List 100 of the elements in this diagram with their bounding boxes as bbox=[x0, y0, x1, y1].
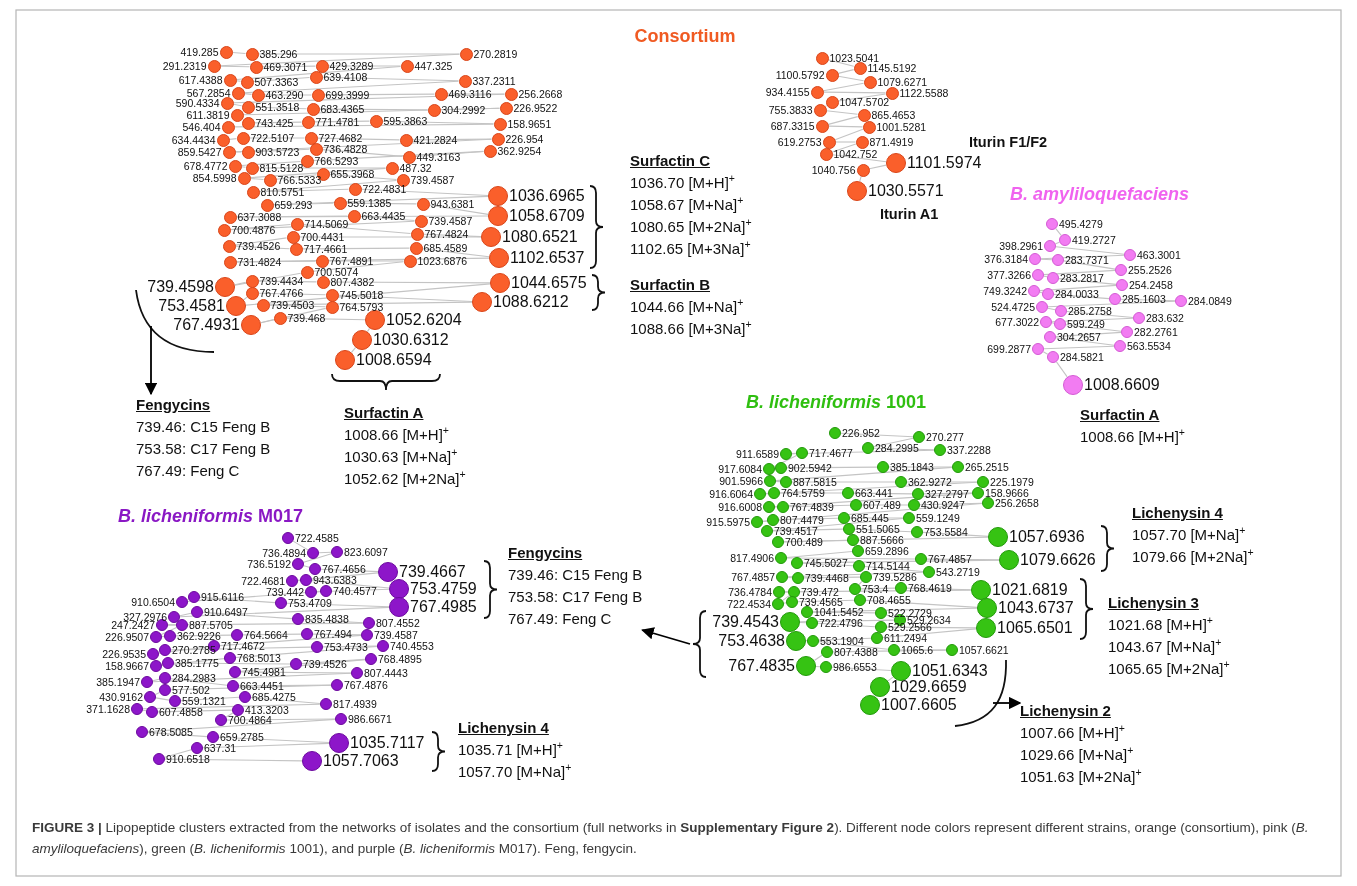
mass-label: 767.4931 bbox=[173, 316, 240, 333]
mass-label: 767.4985 bbox=[410, 598, 477, 615]
network-link bbox=[888, 466, 953, 468]
network-link bbox=[321, 76, 460, 82]
network-node bbox=[301, 628, 313, 640]
cluster-label: Iturin F1/F2 bbox=[969, 134, 1048, 150]
mass-label: 916.6064 bbox=[709, 488, 753, 500]
network-link bbox=[268, 304, 327, 308]
network-link bbox=[783, 536, 989, 543]
mass-label: 553.1904 bbox=[820, 635, 864, 647]
mass-label: 463.3001 bbox=[1137, 249, 1181, 261]
network-node bbox=[365, 310, 385, 330]
ion-annotation: 1008.66 [M+H]$^{+}$ bbox=[344, 424, 449, 445]
mass-label: 158.9651 bbox=[507, 118, 552, 130]
network-node bbox=[801, 606, 813, 618]
network-node bbox=[245, 47, 259, 61]
network-link bbox=[167, 624, 177, 626]
network-link bbox=[799, 619, 895, 623]
mass-label: 1057.7063 bbox=[323, 752, 399, 769]
network-node bbox=[777, 501, 789, 513]
mass-label: 859.5427 bbox=[177, 146, 222, 158]
mass-label: 1145.5192 bbox=[867, 62, 917, 74]
network-node bbox=[847, 534, 859, 546]
network-link bbox=[303, 565, 310, 568]
mass-label: 385.1843 bbox=[890, 461, 934, 473]
mass-label: 270.2785 bbox=[172, 644, 216, 656]
network-link bbox=[313, 120, 371, 123]
mass-label: 739.4587 bbox=[428, 215, 473, 227]
mass-label: 1079.6626 bbox=[1020, 551, 1096, 568]
network-link bbox=[327, 65, 402, 67]
network-link bbox=[1055, 241, 1060, 245]
network-node bbox=[136, 726, 148, 738]
network-node bbox=[791, 557, 803, 569]
network-node bbox=[347, 209, 361, 223]
network-link bbox=[238, 684, 332, 687]
network-node bbox=[764, 475, 776, 487]
network-node bbox=[222, 239, 236, 253]
network-link bbox=[775, 480, 781, 483]
network-node bbox=[1036, 301, 1048, 313]
network-node bbox=[188, 591, 200, 603]
cluster-title: B. licheniformis 1001 bbox=[746, 392, 927, 413]
network-link bbox=[1120, 298, 1176, 302]
mass-label: 815.5128 bbox=[259, 162, 304, 174]
mass-label: 739.4587 bbox=[374, 629, 418, 641]
network-link bbox=[328, 281, 491, 284]
network-link bbox=[923, 492, 973, 495]
network-link bbox=[170, 678, 228, 686]
mass-label: 563.5534 bbox=[1127, 340, 1171, 352]
network-node bbox=[1115, 264, 1127, 276]
network-link bbox=[312, 261, 405, 272]
network-node bbox=[849, 583, 861, 595]
mass-label: 1044.6575 bbox=[511, 274, 587, 291]
network-link bbox=[235, 65, 402, 81]
network-link bbox=[906, 481, 978, 483]
mass-label: 685.4275 bbox=[252, 691, 296, 703]
network-link bbox=[226, 718, 336, 721]
network-link bbox=[827, 59, 855, 67]
network-link bbox=[161, 635, 165, 638]
network-node bbox=[369, 114, 383, 128]
mass-label: 865.4653 bbox=[871, 109, 916, 121]
mass-label: 611.2494 bbox=[884, 632, 927, 644]
mass-label: 1079.6271 bbox=[877, 76, 928, 88]
mass-label: 226.9535 bbox=[102, 648, 146, 660]
network-node bbox=[409, 241, 423, 255]
mass-label: 1030.6312 bbox=[373, 331, 449, 348]
network-link bbox=[229, 223, 292, 231]
mass-label: 659.293 bbox=[274, 199, 313, 211]
mass-label: 1029.6659 bbox=[891, 678, 967, 695]
network-node bbox=[176, 619, 188, 631]
mass-label: 740.4577 bbox=[333, 585, 377, 597]
network-link bbox=[253, 106, 308, 110]
network-link bbox=[228, 138, 238, 140]
mass-label: 256.2668 bbox=[518, 88, 563, 100]
ion-annotation: 1057.70 [M+Na]$^{+}$ bbox=[458, 761, 572, 782]
network-link bbox=[240, 160, 302, 167]
network-node bbox=[822, 135, 836, 149]
network-link bbox=[322, 645, 378, 648]
network-link bbox=[202, 742, 330, 749]
mass-label: 736.5192 bbox=[247, 558, 291, 570]
network-node bbox=[934, 444, 946, 456]
network-node bbox=[286, 575, 298, 587]
network-link bbox=[832, 649, 947, 653]
group-heading: Fengycins bbox=[508, 543, 583, 563]
network-node bbox=[775, 462, 787, 474]
mass-label: 371.1628 bbox=[86, 703, 130, 715]
mass-label: 767.4824 bbox=[424, 228, 469, 240]
ion-annotation: 753.58: C17 Feng B bbox=[508, 587, 643, 607]
network-link bbox=[865, 599, 978, 608]
network-link bbox=[268, 301, 473, 306]
network-link bbox=[775, 466, 953, 482]
network-node bbox=[230, 108, 244, 122]
mass-label: 714.5069 bbox=[304, 218, 349, 230]
mass-label: 1057.6621 bbox=[959, 644, 1009, 656]
ion-annotation: 739.46: C15 Feng B bbox=[136, 417, 271, 437]
mass-label: 1043.6737 bbox=[998, 599, 1074, 616]
network-link bbox=[762, 520, 768, 522]
group-heading: Lichenysin 2 bbox=[1020, 701, 1111, 721]
network-node bbox=[915, 553, 927, 565]
network-node bbox=[131, 703, 143, 715]
network-node bbox=[1032, 343, 1044, 355]
